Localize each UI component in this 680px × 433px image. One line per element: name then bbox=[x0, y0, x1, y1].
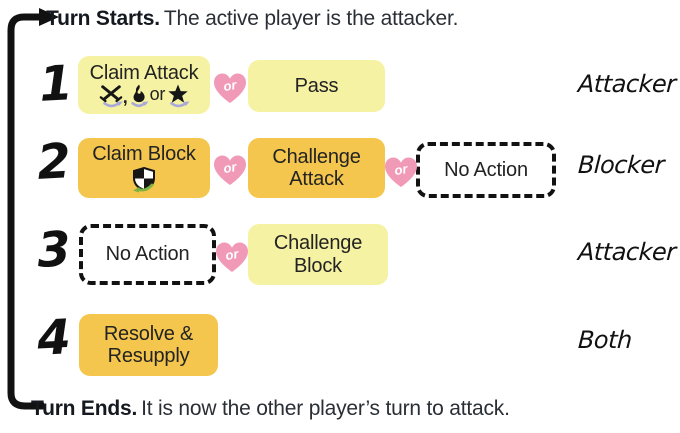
step-2-role-label: Blocker bbox=[577, 151, 665, 179]
or-heart-connector: or bbox=[216, 242, 248, 272]
claim-attack-label: Claim Attack bbox=[89, 62, 199, 85]
challenge-attack-label: Challenge Attack bbox=[272, 145, 361, 190]
turn-starts-lead: Turn Starts. bbox=[46, 7, 160, 30]
step-1-role-label: Attacker bbox=[577, 70, 677, 98]
action-box-challenge-block: Challenge Block bbox=[248, 224, 388, 285]
flame-icon bbox=[130, 84, 149, 107]
crossed-swords-icon bbox=[99, 84, 123, 107]
step-2-number: 2 bbox=[35, 133, 73, 191]
turn-ends-lead: Turn Ends. bbox=[31, 397, 138, 420]
turn-starts-text: The active player is the attacker. bbox=[163, 7, 459, 30]
turn-ends-text: It is now the other player’s turn to att… bbox=[141, 397, 510, 420]
pass-label: Pass bbox=[294, 74, 339, 97]
step-3-role-label: Attacker bbox=[577, 238, 677, 266]
action-box-resolve-resupply: Resolve & Resupply bbox=[79, 314, 218, 376]
challenge-block-label: Challenge Block bbox=[273, 232, 363, 277]
resolve-resupply-label: Resolve & Resupply bbox=[103, 322, 194, 367]
or-heart-label: or bbox=[222, 77, 238, 94]
or-heart-connector: or bbox=[214, 73, 246, 103]
claim-block-label: Claim Block bbox=[92, 143, 196, 166]
block-shield-icon bbox=[133, 166, 155, 193]
action-box-challenge-attack: Challenge Attack bbox=[248, 138, 385, 198]
no-action-label: No Action bbox=[444, 158, 528, 181]
or-heart-label: or bbox=[222, 159, 238, 176]
or-heart-label: or bbox=[224, 246, 240, 263]
or-heart-label: or bbox=[393, 161, 409, 178]
turn-ends-caption: Turn Ends.It is now the other player’s t… bbox=[31, 397, 510, 421]
no-action-label: No Action bbox=[105, 243, 190, 266]
turn-starts-caption: Turn Starts.The active player is the att… bbox=[46, 7, 458, 31]
action-box-claim-block: Claim Block bbox=[78, 138, 210, 198]
step-1-number: 1 bbox=[37, 55, 75, 113]
or-heart-connector: or bbox=[214, 155, 246, 185]
or-heart-connector: or bbox=[385, 157, 417, 187]
action-box-claim-attack: Claim Attack , or bbox=[78, 56, 210, 114]
icon-conjunction: or bbox=[149, 83, 166, 104]
step-4-number: 4 bbox=[35, 309, 73, 367]
step-3-number: 3 bbox=[35, 221, 73, 279]
star-icon bbox=[168, 84, 190, 107]
action-box-no-action-attacker: No Action bbox=[79, 224, 216, 285]
action-box-no-action-blocker: No Action bbox=[416, 142, 556, 198]
step-4-role-label: Both bbox=[577, 326, 633, 354]
icon-separator: , bbox=[122, 86, 128, 107]
action-box-pass: Pass bbox=[248, 60, 385, 112]
attack-type-icons: , or bbox=[98, 84, 190, 108]
